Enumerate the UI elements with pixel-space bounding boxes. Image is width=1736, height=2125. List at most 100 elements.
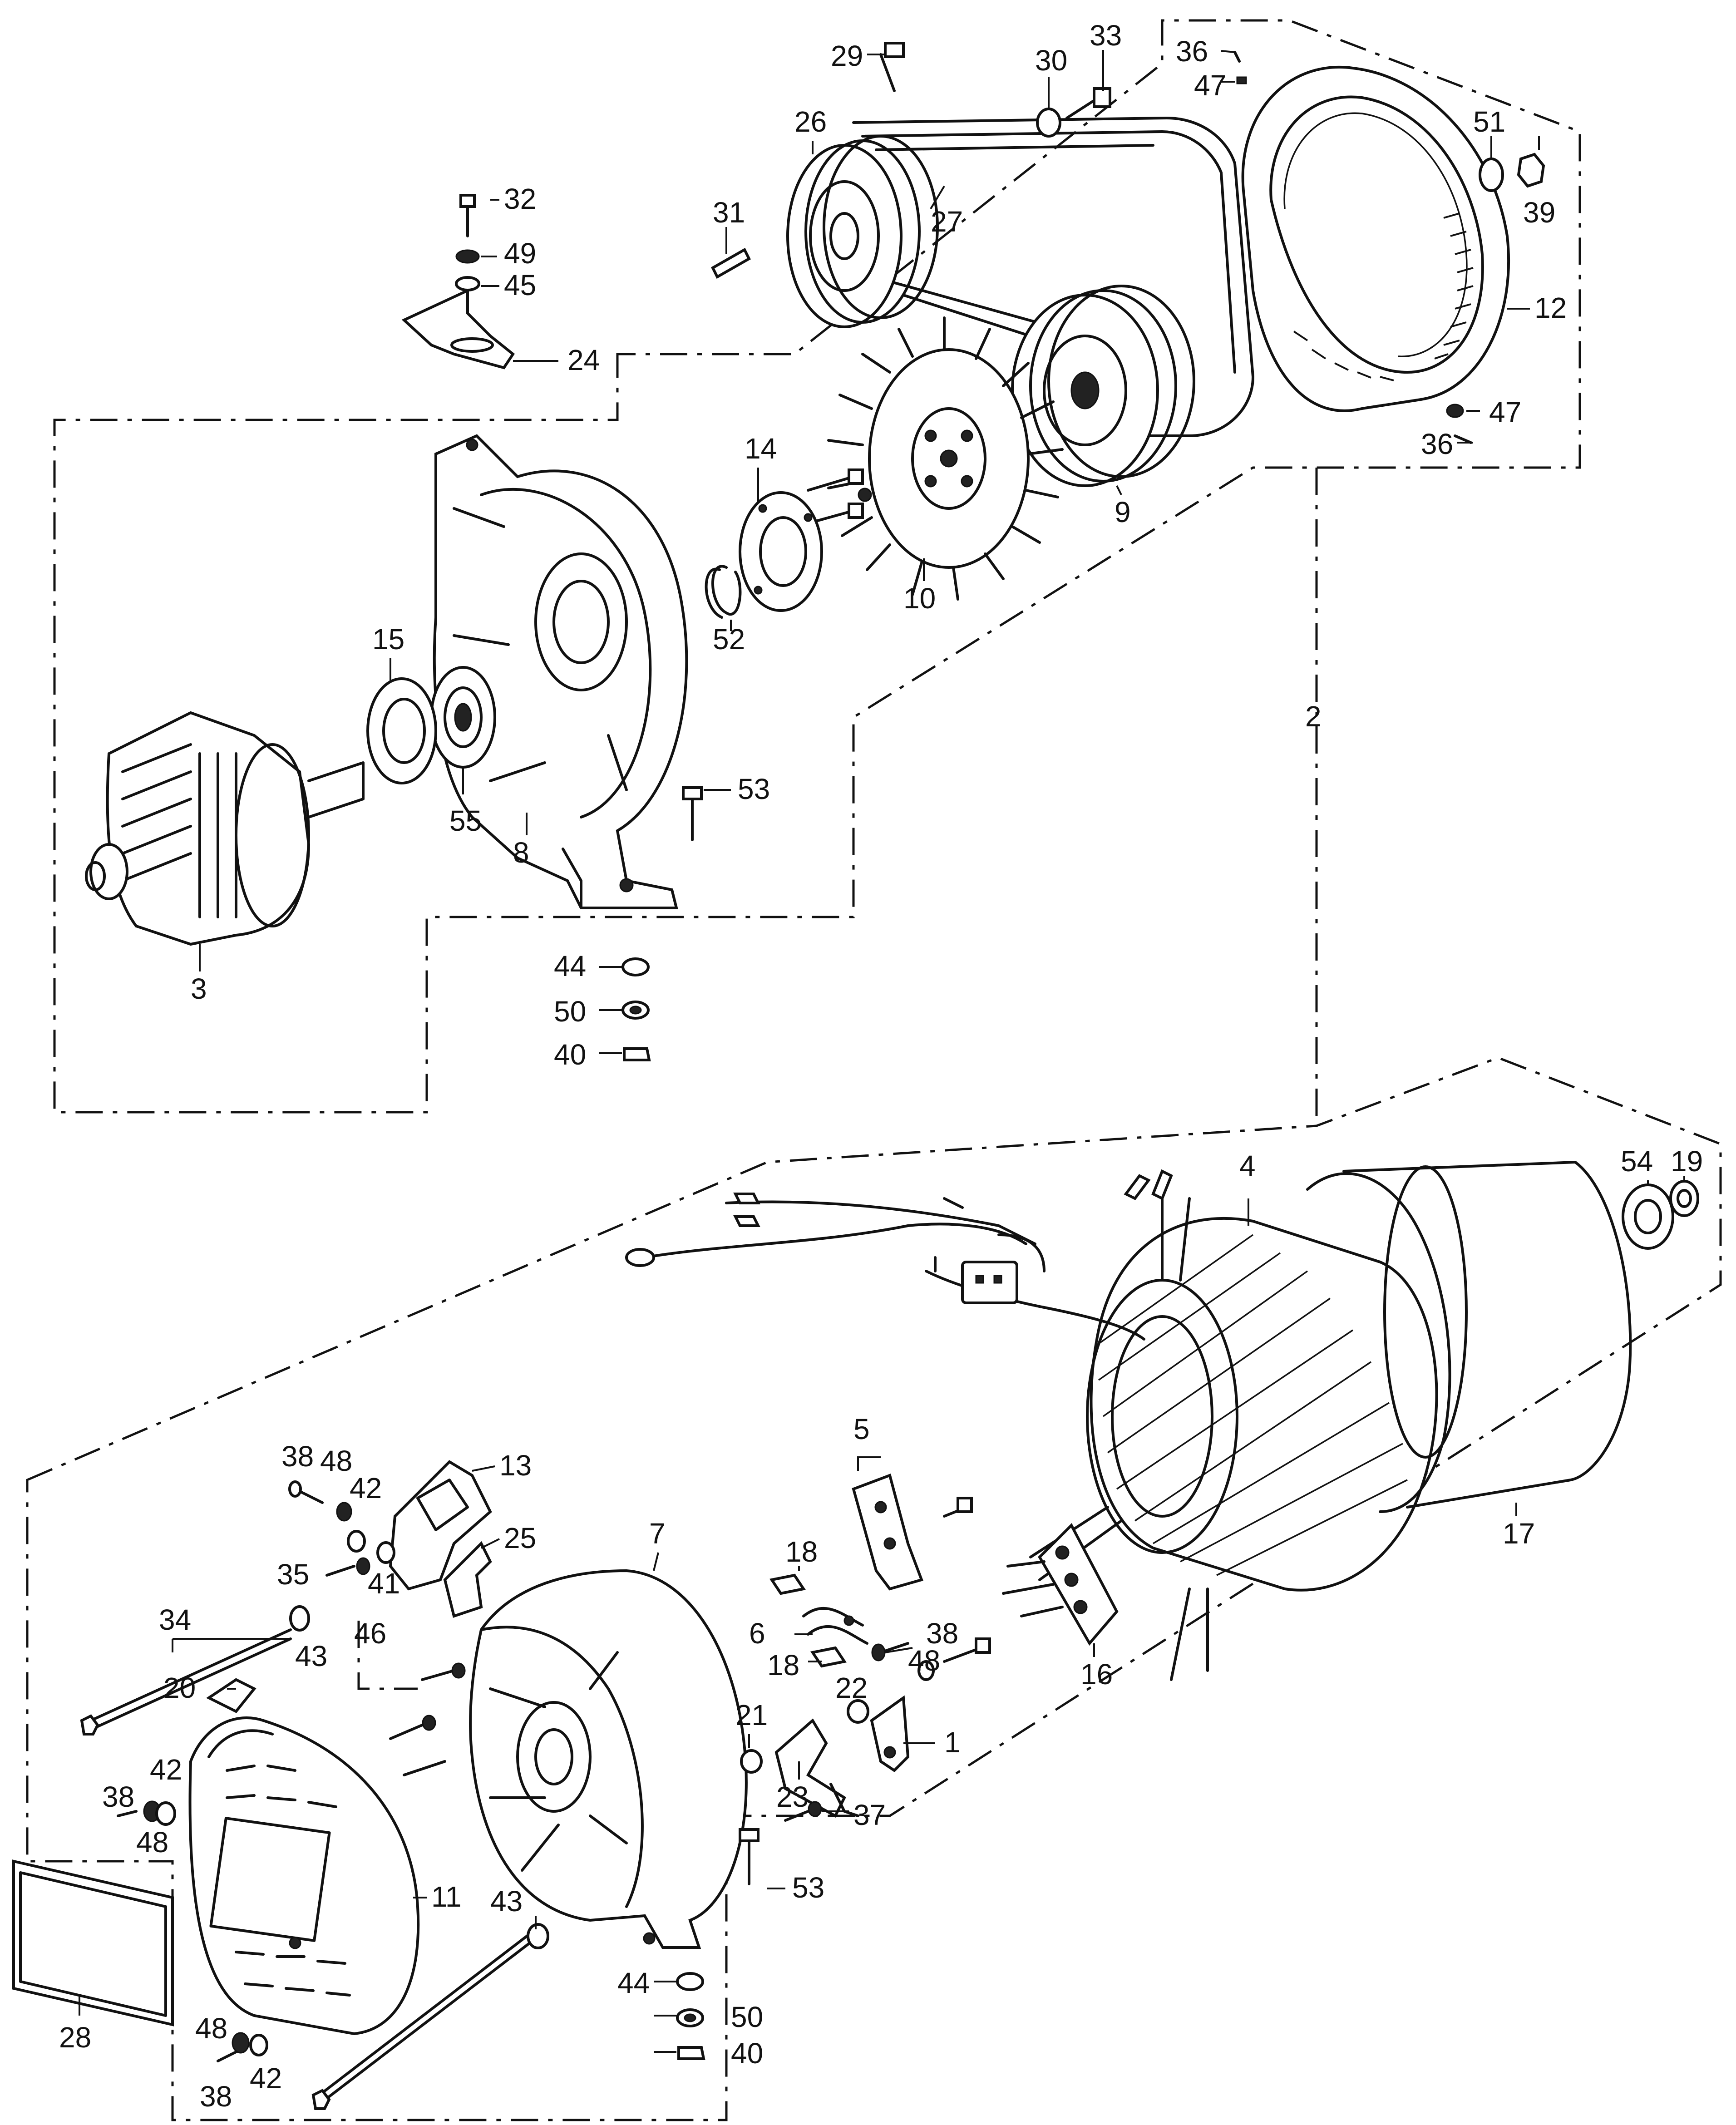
callout-10: 10	[903, 582, 936, 615]
callout-38a: 38	[281, 1440, 314, 1473]
callout-38d: 38	[200, 2080, 232, 2113]
callout-36a: 36	[1176, 35, 1208, 68]
callout-39: 39	[1523, 196, 1555, 229]
callout-24: 24	[567, 344, 600, 376]
part-7-rear-housing	[469, 1569, 748, 1949]
part-19-washer	[1669, 1180, 1699, 1217]
callout-22: 22	[835, 1671, 868, 1704]
callout-13: 13	[499, 1449, 532, 1482]
callout-2: 2	[1305, 700, 1322, 733]
part-16-terminal-board	[1002, 1523, 1119, 1646]
callout-48b: 48	[908, 1644, 940, 1677]
callout-29: 29	[831, 39, 863, 72]
callout-5: 5	[853, 1413, 870, 1445]
wiring-harness	[625, 1193, 1145, 1341]
callout-26: 26	[794, 105, 827, 138]
callout-25: 25	[504, 1522, 536, 1554]
part-15-seal-plate	[366, 677, 437, 784]
callout-14: 14	[745, 432, 777, 465]
callout-48d: 48	[195, 2012, 227, 2045]
part-55-bearing	[430, 666, 496, 769]
callout-50b: 50	[731, 2001, 763, 2033]
callout-52: 52	[713, 623, 745, 656]
part-3-alternator	[85, 711, 365, 946]
part-17-casing	[1306, 1161, 1632, 1513]
callout-12: 12	[1534, 291, 1567, 324]
part-13-brush-cover	[389, 1460, 492, 1591]
callout-55: 55	[449, 804, 482, 837]
part-4-stator	[1029, 1169, 1438, 1681]
fasteners-upper	[455, 42, 1545, 1061]
callout-31: 31	[713, 196, 745, 229]
part-12-fan-cover	[1241, 66, 1510, 412]
part-9-driven-pulley	[1011, 285, 1195, 487]
part-5-bracket	[852, 1474, 973, 1591]
part-25-bracket	[443, 1541, 492, 1618]
callout-17: 17	[1503, 1517, 1535, 1550]
callout-6: 6	[749, 1617, 765, 1650]
part-11-end-cover	[188, 1716, 420, 2036]
callout-48a: 48	[320, 1445, 352, 1477]
callout-4: 4	[1239, 1149, 1256, 1182]
through-bolt-lower	[311, 1928, 537, 2110]
part-28-label-plate	[12, 1859, 174, 2026]
callout-47b: 47	[1489, 396, 1521, 429]
callout-47a: 47	[1194, 69, 1226, 102]
callout-16: 16	[1080, 1658, 1113, 1691]
callout-18b: 18	[767, 1649, 799, 1681]
callout-45: 45	[504, 269, 536, 301]
part-24-bracket	[401, 288, 515, 370]
part-8-front-housing	[433, 434, 688, 909]
callout-50a: 50	[554, 995, 586, 1028]
callout-54: 54	[1621, 1145, 1653, 1178]
part-10-cooling-fan	[827, 316, 1064, 601]
callout-33: 33	[1090, 19, 1122, 52]
part-6-rectifier	[802, 1607, 868, 1645]
boundary-upper-group	[53, 19, 1581, 1114]
callout-19: 19	[1671, 1145, 1703, 1178]
callout-46: 46	[354, 1617, 386, 1650]
callout-18a: 18	[785, 1535, 818, 1568]
callout-7: 7	[649, 1517, 666, 1550]
callout-43a: 43	[295, 1640, 327, 1672]
callout-3: 3	[191, 972, 207, 1005]
callout-15: 15	[372, 623, 404, 656]
callout-44b: 44	[617, 1967, 650, 1999]
callout-21: 21	[735, 1699, 768, 1731]
callout-44a: 44	[554, 950, 586, 982]
fasteners-lower	[117, 1480, 991, 2062]
callout-36b: 36	[1421, 428, 1453, 460]
callout-23: 23	[776, 1780, 809, 1813]
callout-42b: 42	[150, 1753, 182, 1786]
callout-28: 28	[59, 2021, 91, 2054]
callout-8: 8	[513, 836, 529, 869]
callout-51: 51	[1473, 105, 1505, 138]
callout-32: 32	[504, 182, 536, 215]
callout-41: 41	[368, 1567, 400, 1600]
callout-35: 35	[277, 1558, 309, 1591]
leader-lines	[79, 50, 1685, 2053]
callout-1: 1	[944, 1726, 961, 1759]
fan-bolts	[807, 468, 872, 523]
callout-40b: 40	[731, 2037, 763, 2070]
callout-27: 27	[931, 205, 963, 238]
callout-11: 11	[431, 1880, 461, 1913]
callout-49: 49	[504, 237, 536, 270]
part-54-bearing	[1622, 1183, 1674, 1250]
callout-38b: 38	[926, 1617, 958, 1650]
callout-34: 34	[159, 1603, 191, 1636]
callout-labels: 1 2 3 4 5 6 7 8 9 10 11 12 13 14 15 16 1…	[59, 19, 1703, 2113]
callout-20: 20	[163, 1671, 196, 1704]
callout-40a: 40	[554, 1038, 586, 1071]
part-26-drive-pulley	[786, 135, 939, 328]
callout-53a: 53	[738, 773, 770, 805]
part-52-snap-ring	[705, 565, 742, 619]
part-34-through-bolt	[80, 1628, 292, 1735]
callout-43b: 43	[490, 1885, 523, 1918]
callout-42a: 42	[350, 1472, 382, 1504]
part-14-bearing-retainer	[739, 491, 823, 612]
callout-9: 9	[1115, 496, 1131, 528]
callout-37: 37	[853, 1799, 886, 1831]
